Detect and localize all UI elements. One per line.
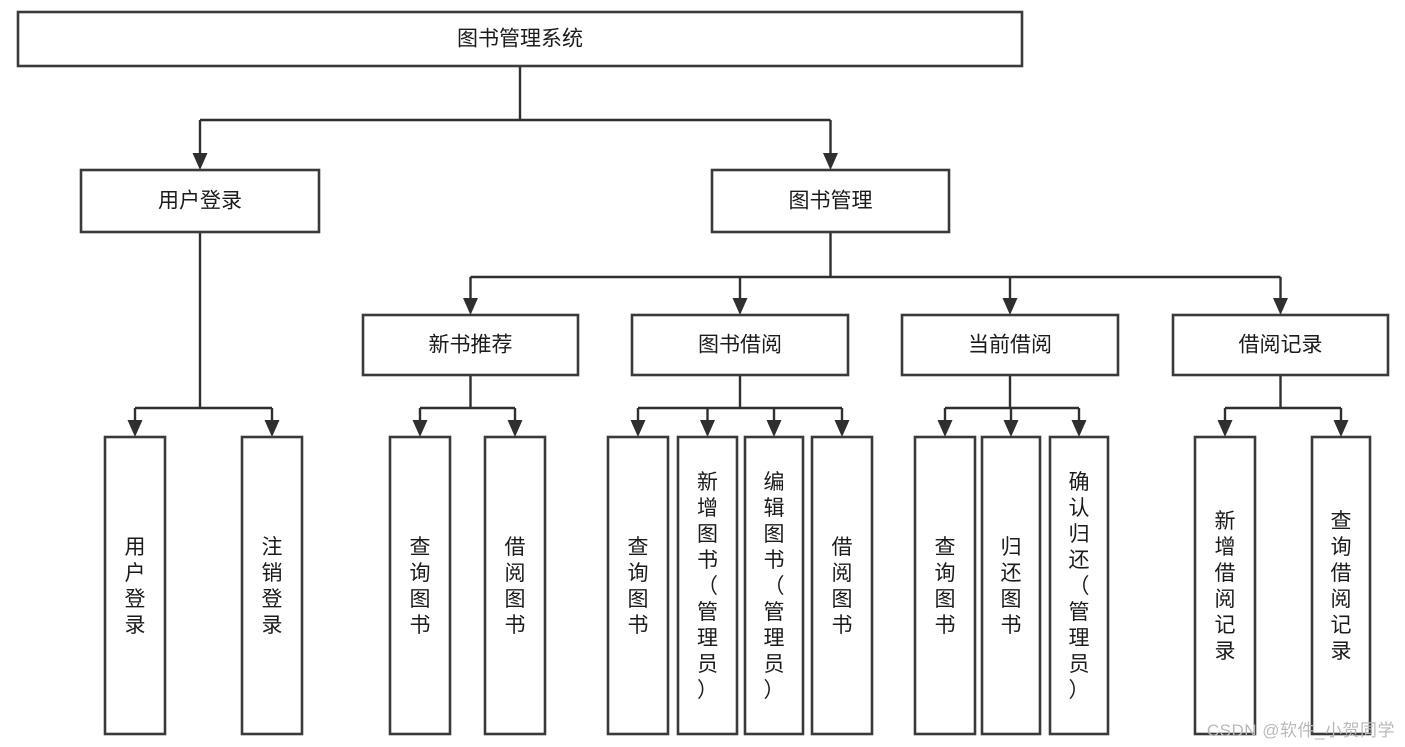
csdn-watermark: CSDN @软件_小贺同学 xyxy=(1206,721,1395,740)
arrow-head-icon xyxy=(1071,420,1087,437)
node-root-root[interactable]: 图书管理系统 xyxy=(16,10,1024,68)
arrow-head-icon xyxy=(1273,298,1288,315)
node-label: 新增图书（管理员） xyxy=(697,471,718,702)
node-user-login[interactable]: 用户登录 xyxy=(79,168,321,234)
arrow-head-icon xyxy=(463,298,478,315)
arrow-head-icon xyxy=(630,420,646,437)
node-book-borrow[interactable]: 图书借阅 xyxy=(630,313,850,377)
node-box[interactable] xyxy=(810,435,874,736)
arrow-head-icon xyxy=(264,420,280,437)
node-layer: 图书管理系统用户登录图书管理新书推荐图书借阅当前借阅借阅记录用户登录注销登录查询… xyxy=(16,10,1390,736)
node-leaf-borrow-book-2[interactable]: 借阅图书 xyxy=(810,435,874,736)
node-label: 用户登录 xyxy=(158,190,242,213)
node-box[interactable] xyxy=(240,435,304,736)
node-box[interactable] xyxy=(710,168,951,234)
node-label: 借阅图书 xyxy=(505,536,526,637)
arrow-head-icon xyxy=(1217,420,1233,437)
arrow-head-icon xyxy=(732,298,748,315)
node-box[interactable] xyxy=(79,168,321,234)
node-current-borrow[interactable]: 当前借阅 xyxy=(900,313,1120,377)
arrow-head-icon xyxy=(700,420,715,437)
node-label: 当前借阅 xyxy=(968,334,1052,357)
node-box[interactable] xyxy=(743,435,805,736)
node-box[interactable] xyxy=(388,435,452,736)
node-box[interactable] xyxy=(1171,313,1390,377)
node-label: 用户登录 xyxy=(125,536,146,637)
arrow-head-icon xyxy=(823,153,838,170)
node-leaf-user-login[interactable]: 用户登录 xyxy=(103,435,167,736)
arrow-head-icon xyxy=(937,420,953,437)
node-box[interactable] xyxy=(361,313,580,377)
node-label: 图书管理 xyxy=(789,190,873,213)
node-box[interactable] xyxy=(1310,435,1372,736)
node-leaf-query-book-2[interactable]: 查询图书 xyxy=(606,435,670,736)
node-label: 查询图书 xyxy=(628,536,649,637)
node-leaf-query-book-3[interactable]: 查询图书 xyxy=(913,435,977,736)
node-leaf-add-record[interactable]: 新增借阅记录 xyxy=(1193,435,1257,736)
node-box[interactable] xyxy=(980,435,1042,736)
node-label: 借阅图书 xyxy=(832,536,853,637)
node-box[interactable] xyxy=(1048,435,1110,736)
node-label: 编辑图书（管理员） xyxy=(764,471,785,702)
node-leaf-query-record[interactable]: 查询借阅记录 xyxy=(1310,435,1372,736)
node-label: 确认归还（管理员） xyxy=(1069,471,1090,702)
node-leaf-edit-book[interactable]: 编辑图书（管理员） xyxy=(743,435,805,736)
node-label: 归还图书 xyxy=(1001,536,1022,637)
node-leaf-user-logout[interactable]: 注销登录 xyxy=(240,435,304,736)
node-label: 图书借阅 xyxy=(698,334,782,357)
node-new-book-recommend[interactable]: 新书推荐 xyxy=(361,313,580,377)
arrow-head-icon xyxy=(507,420,523,437)
connector-layer xyxy=(127,66,1349,437)
arrow-head-icon xyxy=(192,153,208,170)
node-box[interactable] xyxy=(676,435,739,736)
node-leaf-confirm-return[interactable]: 确认归还（管理员） xyxy=(1048,435,1110,736)
node-leaf-return-book[interactable]: 归还图书 xyxy=(980,435,1042,736)
node-label: 图书管理系统 xyxy=(457,28,583,51)
node-box[interactable] xyxy=(900,313,1120,377)
node-label: 新书推荐 xyxy=(429,334,513,357)
node-leaf-borrow-book-1[interactable]: 借阅图书 xyxy=(483,435,547,736)
arrow-head-icon xyxy=(1002,298,1018,315)
node-book-manage[interactable]: 图书管理 xyxy=(710,168,951,234)
node-label: 新增借阅记录 xyxy=(1215,510,1236,663)
node-box[interactable] xyxy=(16,10,1024,68)
node-leaf-query-book-1[interactable]: 查询图书 xyxy=(388,435,452,736)
arrow-head-icon xyxy=(412,420,428,437)
node-box[interactable] xyxy=(913,435,977,736)
node-box[interactable] xyxy=(483,435,547,736)
node-label: 借阅记录 xyxy=(1239,334,1323,357)
node-box[interactable] xyxy=(1193,435,1257,736)
node-label: 查询借阅记录 xyxy=(1331,510,1352,663)
node-box[interactable] xyxy=(630,313,850,377)
node-label: 查询图书 xyxy=(410,536,431,637)
arrow-head-icon xyxy=(1333,420,1349,437)
arrow-head-icon xyxy=(766,420,782,437)
node-label: 注销登录 xyxy=(262,536,283,637)
node-box[interactable] xyxy=(103,435,167,736)
node-borrow-record[interactable]: 借阅记录 xyxy=(1171,313,1390,377)
arrow-head-icon xyxy=(127,420,143,437)
node-label: 查询图书 xyxy=(935,536,956,637)
node-leaf-add-book[interactable]: 新增图书（管理员） xyxy=(676,435,739,736)
arrow-head-icon xyxy=(1003,420,1019,437)
node-box[interactable] xyxy=(606,435,670,736)
arrow-head-icon xyxy=(834,420,850,437)
